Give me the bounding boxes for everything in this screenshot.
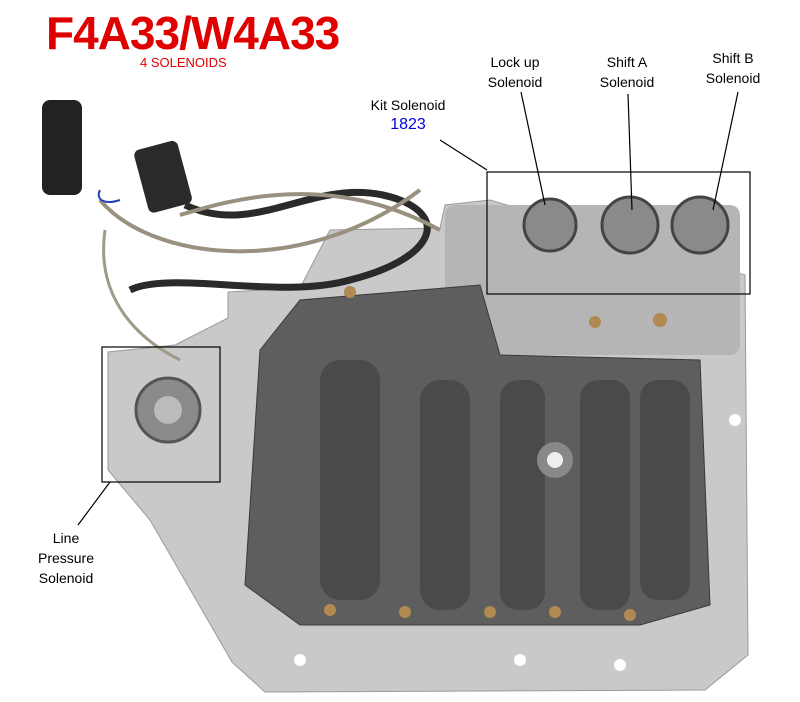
kit-solenoid-text: Kit Solenoid [370, 97, 446, 113]
leader-lockup [520, 91, 546, 206]
page-title: F4A33/W4A33 [46, 7, 340, 59]
label-line: Solenoid [38, 570, 94, 586]
label-line: Shift B [712, 50, 754, 66]
leader-shift-a [627, 93, 633, 211]
label-line: Solenoid [705, 70, 761, 86]
shift-a-solenoid-label: Shift A Solenoid [577, 52, 677, 92]
subtitle: 4 SOLENOIDS [140, 55, 227, 70]
label-line: Pressure [37, 550, 95, 566]
line-pressure-solenoid-label: Line Pressure Solenoid [16, 528, 116, 588]
leader-shift-b [712, 91, 739, 211]
label-line: Lock up [490, 54, 540, 70]
label-line: Solenoid [599, 74, 655, 90]
connector [42, 100, 82, 195]
label-line: Solenoid [487, 74, 543, 90]
leader-kit [439, 139, 488, 171]
kit-number: 1823 [390, 116, 426, 133]
callout-box-solenoids [486, 171, 751, 295]
lockup-solenoid-label: Lock up Solenoid [465, 52, 565, 92]
label-line: Shift A [606, 54, 648, 70]
callout-box-line-pressure [101, 346, 221, 483]
label-line: Line [52, 530, 80, 546]
kit-solenoid-label: Kit Solenoid 1823 [348, 95, 468, 135]
shift-b-solenoid-label: Shift B Solenoid [683, 48, 783, 88]
leader-line-pressure [77, 481, 111, 526]
solenoid-group [134, 195, 730, 444]
